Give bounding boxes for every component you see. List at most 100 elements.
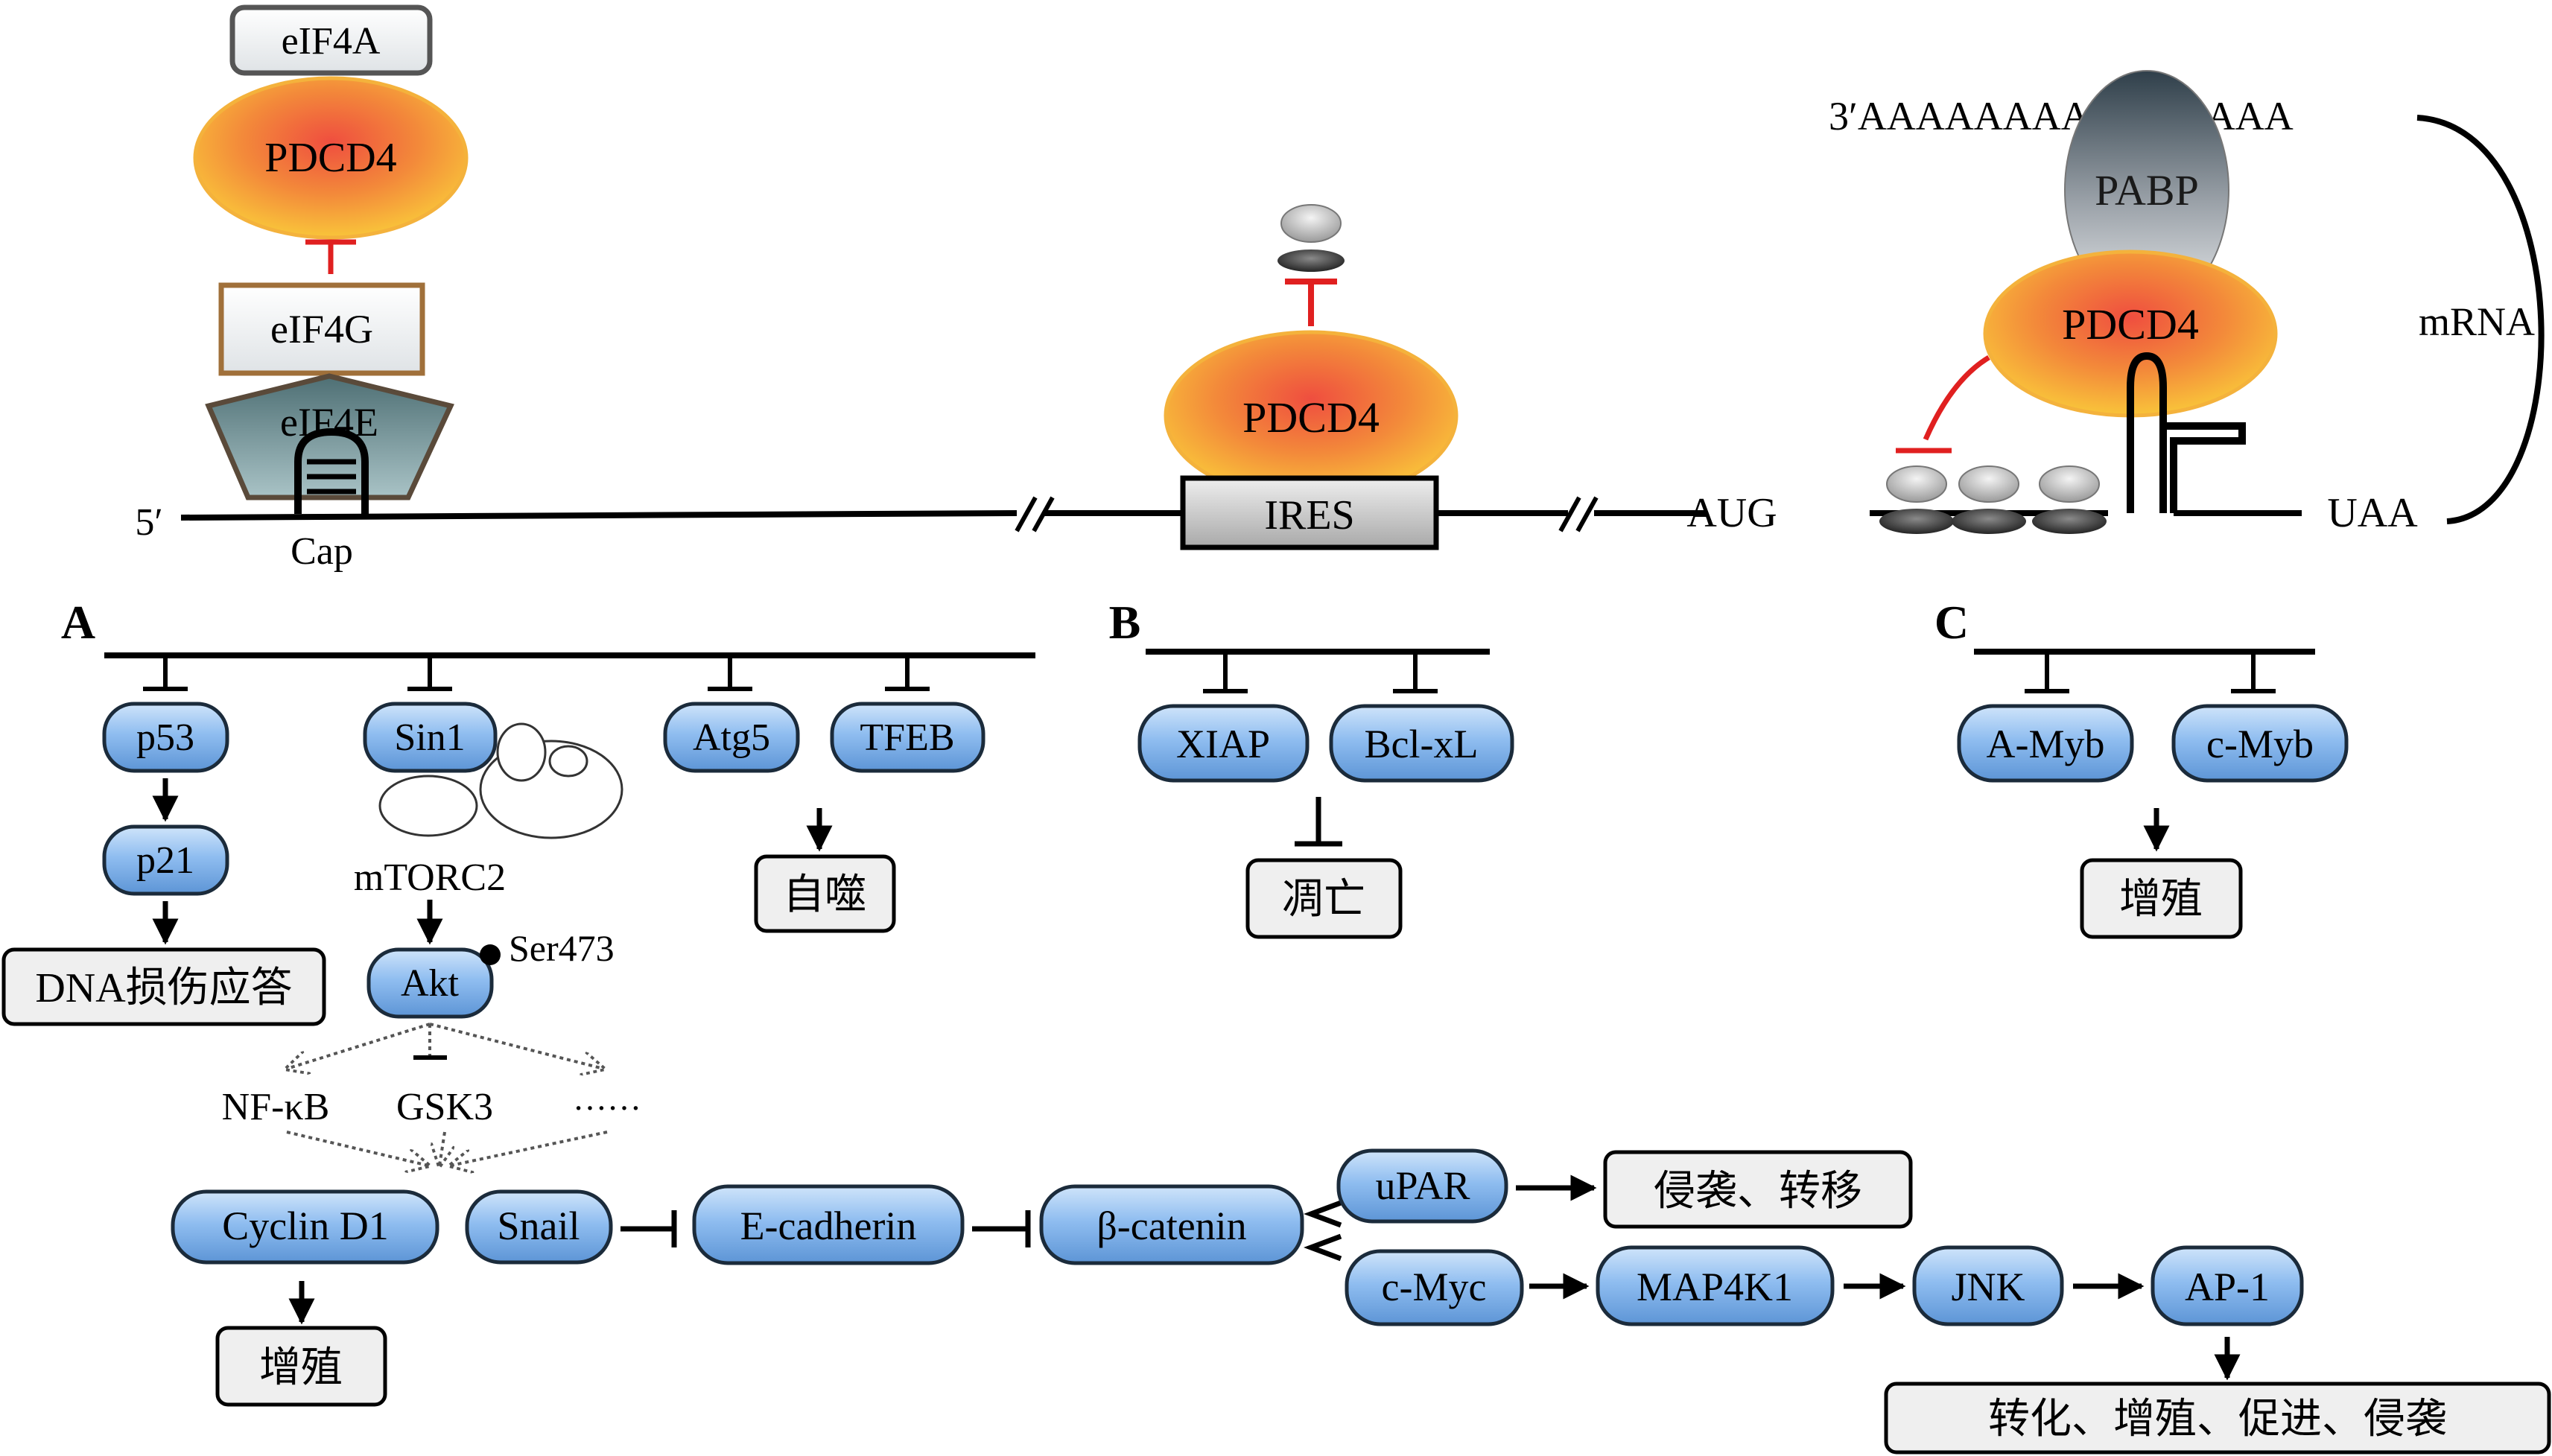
atg5-label: Atg5 bbox=[693, 716, 770, 759]
ribo-small-top bbox=[1280, 204, 1342, 243]
ires-label: IRES bbox=[1264, 492, 1354, 538]
dna-response-box bbox=[1, 947, 326, 1026]
panel-a-letter: A bbox=[61, 596, 95, 649]
mrna-arc bbox=[2416, 115, 2545, 524]
transformation-box bbox=[1884, 1382, 2551, 1455]
inhibit-apoptosis bbox=[1295, 797, 1342, 847]
autophagy-box bbox=[754, 854, 896, 933]
panel-c-inhibitions bbox=[2025, 652, 2276, 693]
map4k1-node bbox=[1596, 1245, 1835, 1326]
prolif-a-label: 增殖 bbox=[259, 1345, 343, 1391]
cmyb-node bbox=[2171, 704, 2349, 783]
pdcd4-left-label: PDCD4 bbox=[264, 135, 396, 181]
converge-dotted-arrows bbox=[286, 1131, 608, 1166]
p21-node bbox=[102, 824, 229, 896]
e-cadherin-node bbox=[692, 1184, 965, 1265]
upar-label: uPAR bbox=[1375, 1163, 1470, 1208]
nfkb-label: NF-κB bbox=[222, 1086, 330, 1128]
ires-box bbox=[1180, 475, 1439, 550]
uaa-label: UAA bbox=[2327, 490, 2418, 536]
p21-label: p21 bbox=[136, 839, 194, 882]
sin1-label: Sin1 bbox=[394, 716, 465, 759]
cmyb-label: c-Myb bbox=[2206, 722, 2314, 766]
dna-response-label: DNA损伤应答 bbox=[35, 965, 292, 1011]
ap1-node bbox=[2151, 1245, 2304, 1326]
eif4a-box bbox=[229, 4, 433, 76]
beta-catenin-label: β-catenin bbox=[1096, 1204, 1246, 1248]
ser473-label: Ser473 bbox=[509, 927, 615, 969]
jnk-label: JNK bbox=[1951, 1265, 2025, 1309]
ellipsis-label: …… bbox=[573, 1079, 641, 1117]
eif4e-label: eIF4E bbox=[280, 400, 378, 445]
ribo-small-bottom bbox=[1277, 249, 1345, 272]
beta-catenin-node bbox=[1039, 1184, 1304, 1265]
ap1-label: AP-1 bbox=[2185, 1265, 2270, 1309]
tfeb-node bbox=[830, 702, 985, 773]
gsk3-label: GSK3 bbox=[396, 1086, 493, 1128]
eif4a-label: eIF4A bbox=[282, 20, 381, 63]
bclxl-node bbox=[1329, 704, 1514, 783]
pdcd4-center-label: PDCD4 bbox=[1242, 393, 1380, 442]
panel-a-inhibitions bbox=[143, 655, 930, 691]
prolif-box-a bbox=[215, 1326, 387, 1407]
cmyc-node bbox=[1345, 1249, 1524, 1326]
cmyc-label: c-Myc bbox=[1382, 1265, 1487, 1309]
snail-label: Snail bbox=[497, 1204, 580, 1248]
mtorc2-complex-icon bbox=[378, 722, 623, 839]
eif4g-box bbox=[218, 282, 425, 376]
amyb-label: A-Myb bbox=[1987, 722, 2105, 766]
inhibit-betacatenin bbox=[972, 1210, 1031, 1247]
eif4g-label: eIF4G bbox=[270, 307, 373, 352]
akt-label: Akt bbox=[401, 962, 460, 1005]
cap-rungs bbox=[307, 459, 356, 495]
invasion-label: 侵袭、转移 bbox=[1654, 1169, 1862, 1215]
jnk-node bbox=[1912, 1245, 2064, 1326]
inhibit-ribosome bbox=[1285, 279, 1337, 326]
cap-structure bbox=[294, 427, 369, 514]
apoptosis-label: 凋亡 bbox=[1282, 877, 1365, 923]
upar-node bbox=[1336, 1148, 1508, 1224]
pabp-label: PABP bbox=[2095, 166, 2199, 214]
polya-label: 3′AAAAAAAAAAAAAAA bbox=[1829, 94, 2294, 139]
p53-node bbox=[102, 702, 229, 773]
atg5-node bbox=[663, 702, 800, 773]
prolif-c-label: 增殖 bbox=[2119, 877, 2203, 923]
inhibit-ecadherin bbox=[620, 1210, 677, 1247]
mrna-label: mRNA bbox=[2419, 299, 2535, 344]
e-cadherin-label: E-cadherin bbox=[740, 1204, 917, 1248]
phospho-dot bbox=[480, 944, 501, 965]
panel-c-letter: C bbox=[1934, 596, 1969, 649]
panel-b-inhibitions bbox=[1203, 652, 1438, 693]
cyclin-d1-node bbox=[171, 1189, 439, 1265]
hairpin-front bbox=[2127, 352, 2246, 513]
apoptosis-box bbox=[1245, 858, 1403, 939]
inhibit-ribosomes bbox=[1896, 355, 1990, 454]
pdcd4-right-label: PDCD4 bbox=[2062, 300, 2199, 349]
transformation-label: 转化、增殖、促进、侵袭 bbox=[1988, 1396, 2447, 1443]
autophagy-label: 自噬 bbox=[783, 872, 866, 918]
map4k1-label: MAP4K1 bbox=[1637, 1265, 1793, 1309]
invasion-box bbox=[1603, 1150, 1913, 1229]
cap-label: Cap bbox=[291, 530, 353, 573]
branch-arrows bbox=[1304, 1200, 1342, 1262]
panel-b-letter: B bbox=[1109, 596, 1141, 649]
p53-label: p53 bbox=[136, 716, 194, 759]
eif4e-pentagon bbox=[205, 373, 454, 500]
break-mark bbox=[1015, 496, 1599, 533]
ribosome-group bbox=[1879, 465, 2107, 534]
xiap-node bbox=[1137, 704, 1310, 783]
sin1-node bbox=[363, 702, 498, 773]
bclxl-label: Bcl-xL bbox=[1365, 722, 1479, 766]
inhibit-eif4g bbox=[305, 239, 356, 274]
cyclin-d1-label: Cyclin D1 bbox=[222, 1204, 389, 1248]
prolif-box-c bbox=[2080, 858, 2243, 939]
akt-dotted-arrows bbox=[287, 1023, 603, 1069]
pdcd4-left bbox=[193, 76, 469, 240]
five-prime-label: 5′ bbox=[135, 501, 162, 544]
snail-node bbox=[465, 1189, 613, 1265]
amyb-node bbox=[1957, 704, 2134, 783]
aug-label: AUG bbox=[1686, 490, 1777, 536]
mtorc2-label: mTORC2 bbox=[354, 856, 506, 899]
tfeb-label: TFEB bbox=[860, 716, 954, 759]
